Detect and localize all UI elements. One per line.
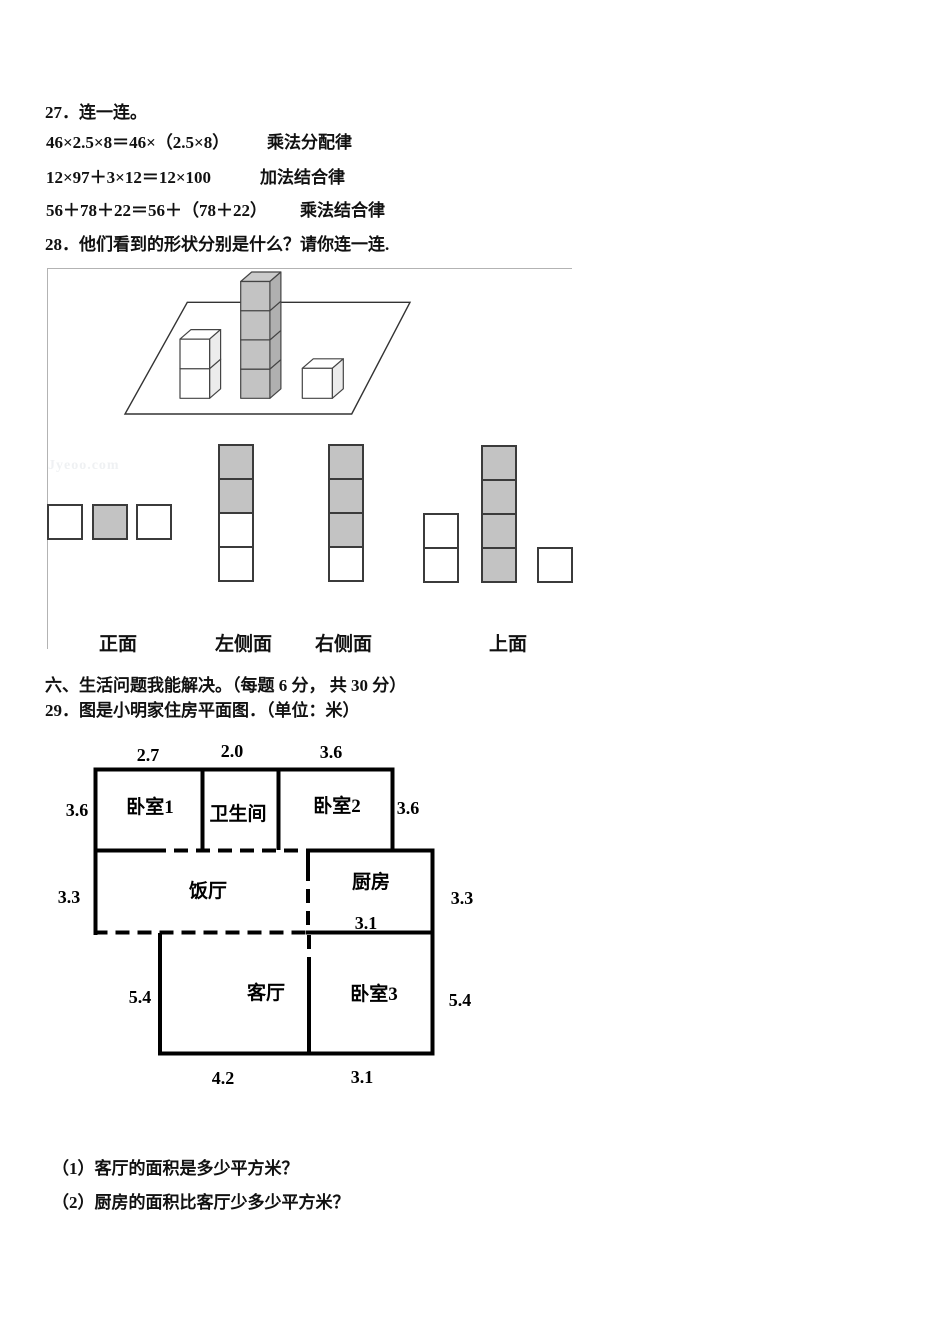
dim-bed3-width: 3.1 <box>351 1067 374 1087</box>
dim-top-bath: 2.0 <box>221 741 244 761</box>
dim-top-bed2: 3.6 <box>320 742 343 762</box>
front-view-square-3 <box>136 504 172 540</box>
view-cell-white <box>537 547 573 583</box>
dim-left-middle: 3.3 <box>58 887 81 907</box>
view-cell-gray <box>218 478 254 514</box>
question-28-title: 28．他们看到的形状分别是什么？请你连一连. <box>45 235 390 254</box>
equation-3: 56＋78＋22＝56＋（78＋22） <box>46 201 267 220</box>
view-cell-gray <box>481 445 517 481</box>
cube-stacks <box>179 271 344 399</box>
room-label-kitchen: 厨房 <box>352 870 390 893</box>
view-cell-white <box>136 504 172 540</box>
view-cell-gray <box>328 512 364 548</box>
view-label-left-side: 左侧面 <box>215 634 273 655</box>
view-cell-white <box>328 546 364 582</box>
cube-face <box>179 338 211 370</box>
room-label-bedroom1: 卧室1 <box>126 795 174 818</box>
room-label-bedroom3: 卧室3 <box>350 982 398 1005</box>
front-view-square-2 <box>92 504 128 540</box>
room-label-dining: 饭厅 <box>188 879 227 902</box>
cube-face <box>240 280 271 312</box>
dim-right-lower: 5.4 <box>449 990 472 1010</box>
figure-28-frame <box>47 268 572 649</box>
watermark: Jyeoo.com <box>48 458 120 473</box>
cube-face <box>240 368 271 399</box>
law-label-2: 加法结合律 <box>260 168 345 187</box>
dim-left-upper: 3.6 <box>66 800 89 820</box>
cube-face <box>240 310 271 341</box>
dim-left-lower: 5.4 <box>129 987 152 1007</box>
cube-figure <box>123 271 412 415</box>
room-label-bedroom2: 卧室2 <box>313 794 361 817</box>
view-label-top: 上面 <box>489 634 528 655</box>
dim-top-bed1: 2.7 <box>137 745 160 765</box>
equation-2: 12×97＋3×12＝12×100 <box>46 168 212 187</box>
cube-face <box>179 368 211 399</box>
view-cell-gray <box>481 479 517 515</box>
question-29-sub-2: （2）厨房的面积比客厅少多少平方米？ <box>52 1193 350 1212</box>
view-cell-white <box>218 512 254 548</box>
front-view-square-1 <box>47 504 83 540</box>
dim-living-width: 4.2 <box>212 1068 235 1088</box>
view-cell-white <box>423 513 459 549</box>
top-view-column-1 <box>423 513 459 583</box>
left-side-view-column <box>218 444 254 582</box>
view-label-right-side: 右侧面 <box>315 634 373 655</box>
dim-right-upper: 3.6 <box>397 798 420 818</box>
cube-face <box>301 367 333 399</box>
law-label-3: 乘法结合律 <box>300 201 385 220</box>
floor-plan: 卧室1 卫生间 卧室2 饭厅 厨房 客厅 卧室3 2.7 2.0 3.6 3.6… <box>58 741 474 1088</box>
view-cell-gray <box>218 444 254 480</box>
view-cell-white <box>423 547 459 583</box>
question-29-sub-1: （1）客厅的面积是多少平方米？ <box>52 1159 299 1178</box>
view-cell-white <box>47 504 83 540</box>
cube-face <box>240 339 271 370</box>
section-6-heading: 六、生活问题我能解决。（每题 6 分， 共 30 分） <box>45 676 407 695</box>
view-label-front: 正面 <box>99 634 138 655</box>
room-label-bathroom: 卫生间 <box>209 802 266 825</box>
equation-1: 46×2.5×8＝46×（2.5×8） <box>46 133 230 152</box>
view-cell-gray <box>481 547 517 583</box>
view-cell-gray <box>92 504 128 540</box>
question-27-title: 27．连一连。 <box>45 103 147 122</box>
view-cell-white <box>218 546 254 582</box>
view-cell-gray <box>328 444 364 480</box>
dim-kitchen-width: 3.1 <box>355 913 378 933</box>
room-label-living: 客厅 <box>247 981 285 1004</box>
view-cell-gray <box>328 478 364 514</box>
top-view-column-3 <box>537 547 573 583</box>
view-cell-gray <box>481 513 517 549</box>
right-side-view-column <box>328 444 364 582</box>
question-29-title: 29．图是小明家住房平面图．（单位：米） <box>45 701 360 720</box>
top-view-column-2 <box>481 445 517 583</box>
law-label-1: 乘法分配律 <box>267 133 352 152</box>
dim-right-middle: 3.3 <box>451 888 474 908</box>
